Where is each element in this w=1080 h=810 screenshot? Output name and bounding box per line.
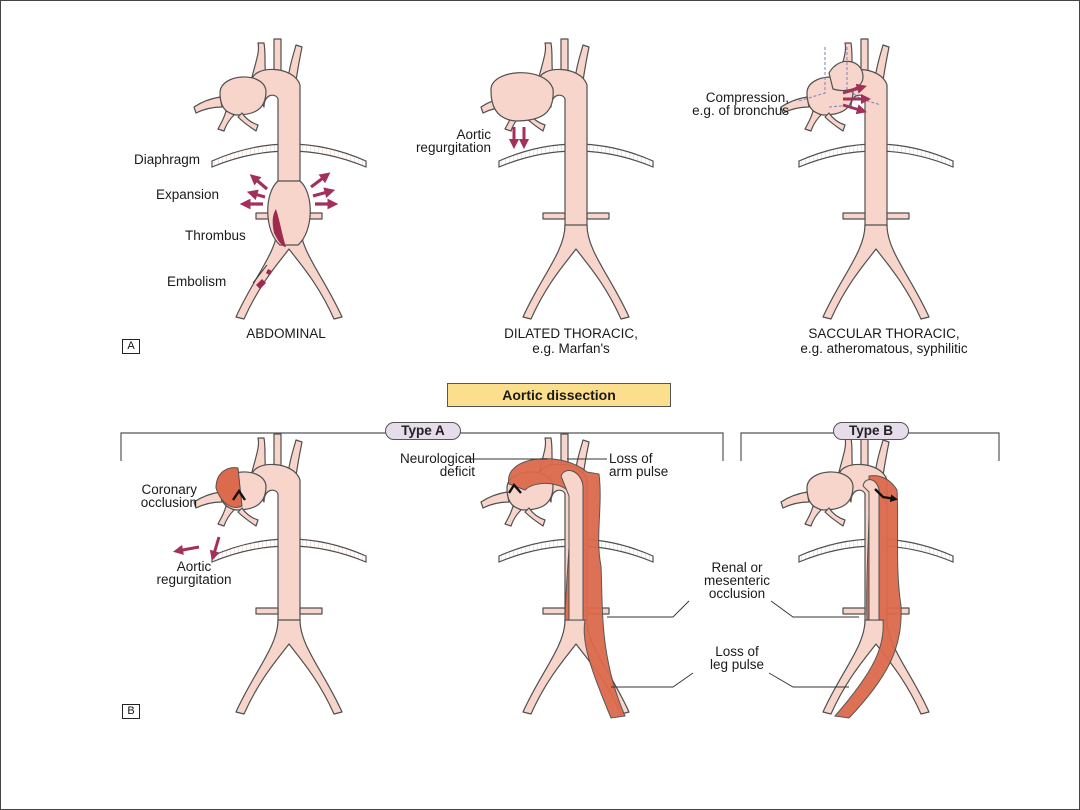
caption-saccular-line1: SACCULAR THORACIC, bbox=[808, 326, 960, 341]
label-embolism: Embolism bbox=[167, 274, 227, 289]
type-a-pill: Type A bbox=[385, 422, 461, 440]
label-thrombus: Thrombus bbox=[185, 228, 246, 243]
label-aortic-regurgitation-a-line2: regurgitation bbox=[415, 140, 491, 155]
label-arm-line2: arm pulse bbox=[609, 464, 669, 479]
label-loss-arm-pulse: Loss of arm pulse bbox=[609, 451, 669, 479]
label-aortic-regurgitation-a-line1: Aortic bbox=[456, 127, 491, 142]
label-neuro-line2: deficit bbox=[439, 464, 475, 479]
label-diaphragm: Diaphragm bbox=[134, 152, 201, 167]
label-compression-line1: Compression, bbox=[705, 90, 789, 105]
caption-saccular-line2: e.g. atheromatous, syphilitic bbox=[800, 341, 968, 356]
label-neurological-deficit: Neurological deficit bbox=[367, 451, 475, 479]
label-aortic-regurgitation-a: Aortic regurgitation bbox=[381, 127, 491, 155]
label-renal-line2: mesenteric bbox=[703, 573, 771, 588]
panel-a-tag: A bbox=[122, 339, 140, 354]
label-leg-line2: leg pulse bbox=[709, 657, 765, 672]
label-renal-mesenteric-occlusion: Renal or mesenteric occlusion bbox=[677, 560, 797, 601]
label-expansion: Expansion bbox=[156, 187, 220, 202]
label-neuro-line1: Neurological bbox=[399, 451, 475, 466]
caption-abdominal: ABDOMINAL bbox=[246, 326, 326, 341]
label-leg-line1: Loss of bbox=[715, 644, 759, 659]
caption-dilated-thoracic: DILATED THORACIC, e.g. Marfan's bbox=[491, 326, 651, 356]
panel-b-tag: B bbox=[122, 704, 140, 719]
label-compression-line2: e.g. of bronchus bbox=[692, 103, 789, 118]
label-coronary-line1: Coronary bbox=[141, 482, 197, 497]
aortic-dissection-title: Aortic dissection bbox=[447, 383, 671, 407]
label-aortic-regurgitation-b: Aortic regurgitation bbox=[141, 559, 247, 587]
label-aortic-regurg-b-line1: Aortic bbox=[176, 559, 212, 574]
label-renal-line1: Renal or bbox=[711, 560, 763, 575]
caption-dilated-line2: e.g. Marfan's bbox=[532, 341, 610, 356]
label-compression: Compression, e.g. of bronchus bbox=[641, 90, 789, 118]
type-b-pill: Type B bbox=[833, 422, 909, 440]
label-arm-line1: Loss of bbox=[609, 451, 653, 466]
caption-saccular-thoracic: SACCULAR THORACIC, e.g. atheromatous, sy… bbox=[769, 326, 999, 356]
label-renal-line3: occlusion bbox=[708, 586, 766, 601]
label-coronary-line2: occlusion bbox=[140, 495, 197, 510]
label-loss-leg-pulse: Loss of leg pulse bbox=[687, 644, 787, 672]
label-coronary-occlusion: Coronary occlusion bbox=[111, 482, 197, 510]
label-aortic-regurg-b-line2: regurgitation bbox=[156, 572, 232, 587]
caption-dilated-line1: DILATED THORACIC, bbox=[504, 326, 638, 341]
